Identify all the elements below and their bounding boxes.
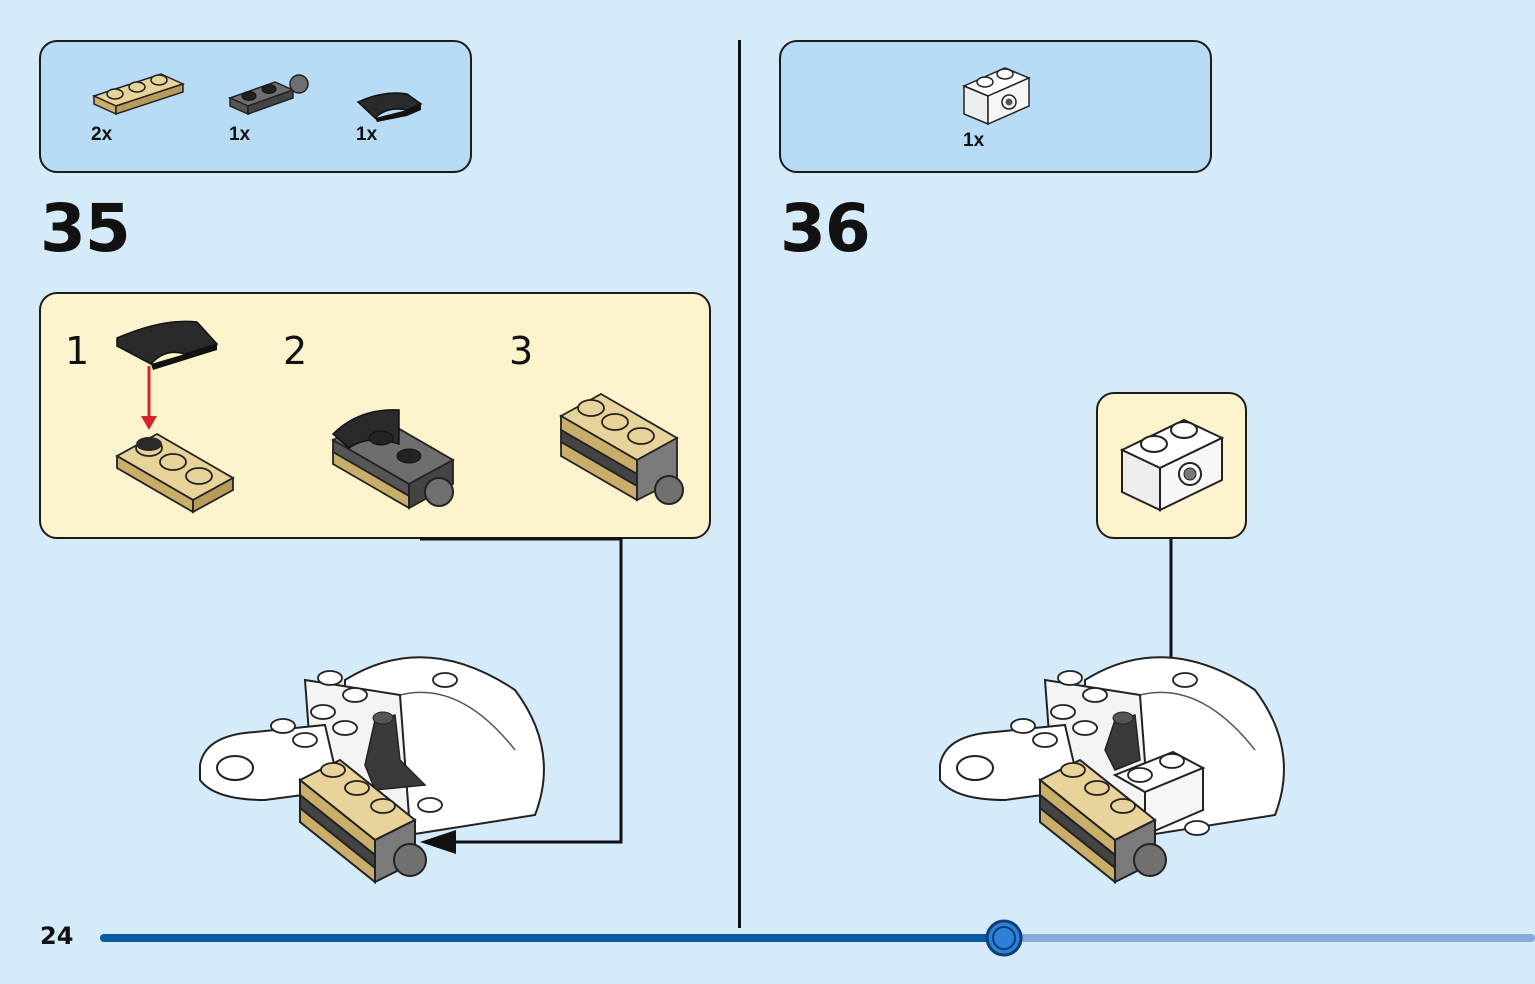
part-qty: 1x <box>229 124 251 145</box>
progress-fill <box>100 934 1005 942</box>
part-qty: 1x <box>356 124 378 145</box>
step-35-parts-list: 2x 1x 1x <box>39 40 472 173</box>
tan-plate-1x3-icon <box>115 432 235 514</box>
step-36-callout-box <box>1096 392 1247 539</box>
step-36-model-illustration <box>939 656 1285 885</box>
tan-plate-1x3-icon <box>91 73 186 116</box>
part-qty: 2x <box>91 124 113 145</box>
step-36-parts-list: 1x <box>779 40 1212 173</box>
step-number-36: 36 <box>780 190 871 267</box>
part-qty: 1x <box>963 130 985 151</box>
step-35-subassembly-box: 1 2 3 <box>39 292 711 539</box>
substep-number-1: 1 <box>65 329 90 373</box>
substep-number-2: 2 <box>283 329 308 373</box>
substep-2-illustration <box>331 409 455 510</box>
dark-gray-plate-with-ball-icon <box>227 74 309 116</box>
page-divider <box>738 40 741 928</box>
step-35-model-illustration <box>199 656 545 885</box>
black-curved-slope-icon <box>356 92 423 122</box>
step-number-35: 35 <box>40 190 131 267</box>
white-brick-1x2-with-hole-icon <box>962 67 1031 126</box>
substep-number-3: 3 <box>509 329 534 373</box>
white-brick-1x2-with-hole-icon <box>1119 418 1225 512</box>
page-number: 24 <box>40 922 74 950</box>
substep-1-illustration <box>115 320 235 514</box>
progress-bar <box>100 919 1535 957</box>
substep-3-illustration <box>559 392 684 505</box>
